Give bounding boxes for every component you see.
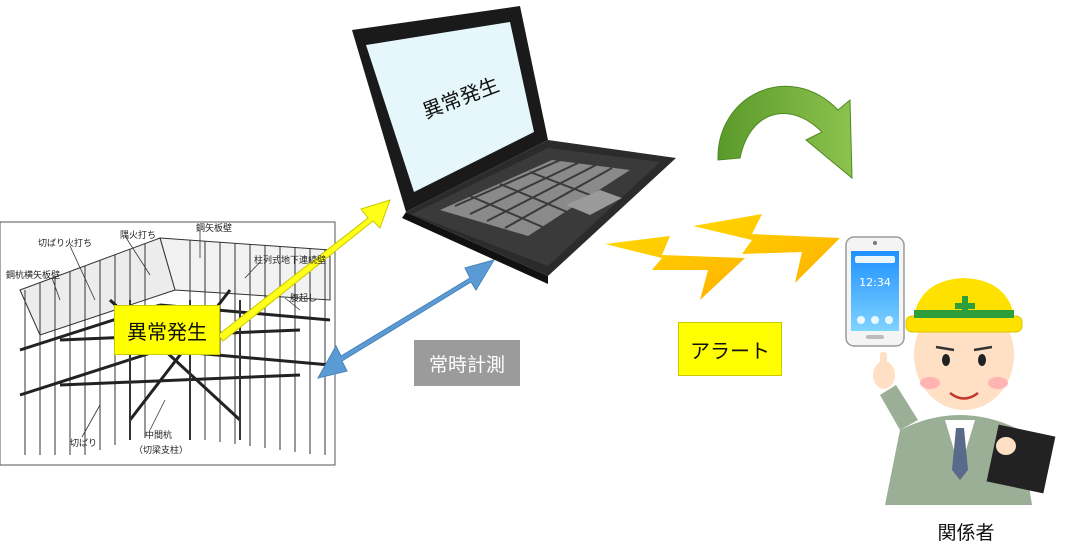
stakeholders-label: 関係者 <box>937 521 995 544</box>
phone-clock: 12:34 <box>859 276 891 289</box>
label-wale: 腹起し <box>290 294 318 304</box>
smartphone-icon: 12:34 <box>845 236 905 347</box>
label-intermediate-pile: 中間杭 <box>145 431 173 441</box>
constant-measurement-arrow <box>317 259 496 379</box>
abnormal-report-arrow <box>217 199 391 342</box>
laptop-icon <box>352 6 676 284</box>
alert-lightning-lower <box>605 236 745 300</box>
label-strut: 切ばり <box>70 439 98 449</box>
constant-measurement-label: 常時計測 <box>414 340 520 386</box>
notification-curve-arrow <box>717 85 853 180</box>
worker-illustration <box>873 278 1056 505</box>
abnormal-occurrence-label: 異常発生 <box>114 305 220 355</box>
safety-cross-icon <box>955 296 975 316</box>
label-sheet-pile-wall: 鋼矢板壁 <box>196 224 233 234</box>
label-pile-lagging-wall: 鋼杭横矢板壁 <box>6 271 61 281</box>
label-corner-brace: 隅火打ち <box>120 231 157 241</box>
label-strut-support: （切梁支柱） <box>134 446 189 456</box>
alert-label: アラート <box>678 322 782 376</box>
label-column-wall: 柱列式地下連続壁 <box>254 256 327 266</box>
label-strut-corner: 切ばり火打ち <box>38 239 93 249</box>
alert-lightning-upper <box>693 214 840 283</box>
